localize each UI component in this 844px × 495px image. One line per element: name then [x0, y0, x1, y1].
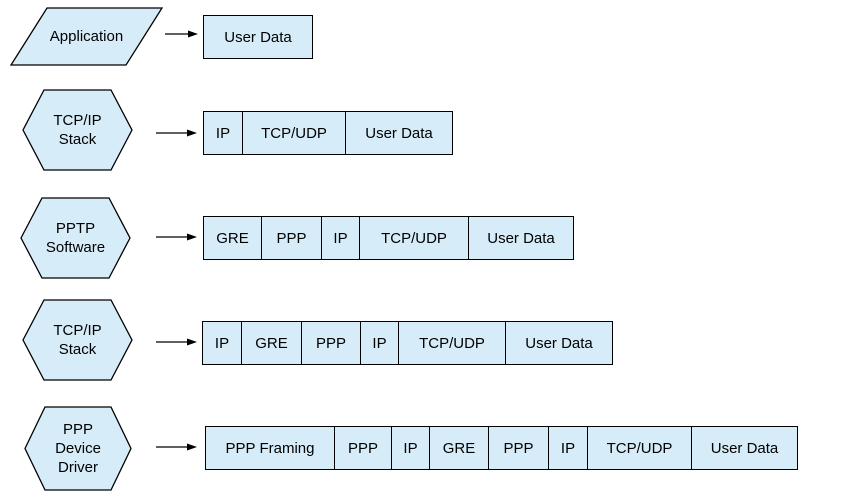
packet-segment: User Data: [691, 426, 798, 470]
packet-segment: TCP/UDP: [398, 321, 506, 365]
flow-arrow-icon: [156, 233, 197, 241]
packet-segment: IP: [321, 216, 360, 260]
packet-bar-pptp-software: GRE PPP IP TCP/UDP User Data: [203, 216, 574, 260]
shape-pptp-software: PPTP Software: [20, 197, 131, 279]
shape-label-pptp-software: PPTP Software: [20, 197, 131, 279]
shape-application: Application: [10, 7, 163, 66]
hexagon-icon: [22, 89, 133, 171]
packet-segment: User Data: [203, 15, 313, 59]
shape-label-line: PPP: [62, 421, 93, 438]
flow-arrow-icon: [156, 129, 197, 137]
packet-segment: PPP: [261, 216, 322, 260]
shape-label-line: Driver: [58, 459, 98, 476]
packet-segment: GRE: [429, 426, 489, 470]
packet-segment: GRE: [203, 216, 262, 260]
flow-arrow-icon: [156, 443, 197, 451]
shape-label-line: Stack: [58, 341, 97, 358]
packet-bar-tcpip-stack-2: IP GRE PPP IP TCP/UDP User Data: [202, 321, 613, 365]
shape-label-line: TCP/IP: [53, 112, 102, 129]
packet-bar-ppp-device-driver: PPP Framing PPP IP GRE PPP IP TCP/UDP Us…: [205, 426, 798, 470]
shape-label-line: Stack: [58, 131, 97, 148]
shape-tcpip-stack-2: TCP/IP Stack: [22, 299, 133, 381]
flow-arrow-icon: [165, 30, 198, 38]
shape-label-tcpip-stack-2: TCP/IP Stack: [22, 299, 133, 381]
packet-segment: TCP/UDP: [242, 111, 346, 155]
shape-ppp-device-driver: PPP Device Driver: [24, 406, 132, 491]
shape-label-ppp-device-driver: PPP Device Driver: [24, 406, 132, 491]
shape-label-tcpip-stack-1: TCP/IP Stack: [22, 89, 133, 171]
packet-bar-application: User Data: [203, 15, 313, 59]
shape-label-line: PPTP: [55, 220, 96, 237]
shape-label-line: Device: [55, 440, 101, 457]
packet-segment: PPP: [334, 426, 392, 470]
shape-label-application: Application: [10, 7, 163, 66]
packet-segment: GRE: [241, 321, 302, 365]
shape-label-line: Application: [49, 28, 124, 45]
packet-segment: IP: [360, 321, 399, 365]
flow-arrow-icon: [156, 338, 197, 346]
packet-segment: User Data: [468, 216, 574, 260]
packet-segment: User Data: [345, 111, 453, 155]
shape-label-line: Software: [45, 239, 106, 256]
shape-tcpip-stack-1: TCP/IP Stack: [22, 89, 133, 171]
packet-segment: User Data: [505, 321, 613, 365]
packet-segment: PPP: [488, 426, 549, 470]
hexagon-icon: [22, 299, 133, 381]
hexagon-icon: [20, 197, 131, 279]
packet-segment: TCP/UDP: [587, 426, 692, 470]
packet-bar-tcpip-stack-1: IP TCP/UDP User Data: [203, 111, 453, 155]
packet-segment: IP: [548, 426, 588, 470]
parallelogram-icon: [10, 7, 163, 66]
packet-segment: IP: [391, 426, 430, 470]
packet-segment: PPP Framing: [205, 426, 335, 470]
hexagon-icon: [24, 406, 132, 491]
packet-segment: IP: [203, 111, 243, 155]
shape-label-line: TCP/IP: [53, 322, 102, 339]
packet-segment: IP: [202, 321, 242, 365]
packet-segment: PPP: [301, 321, 361, 365]
packet-segment: TCP/UDP: [359, 216, 469, 260]
